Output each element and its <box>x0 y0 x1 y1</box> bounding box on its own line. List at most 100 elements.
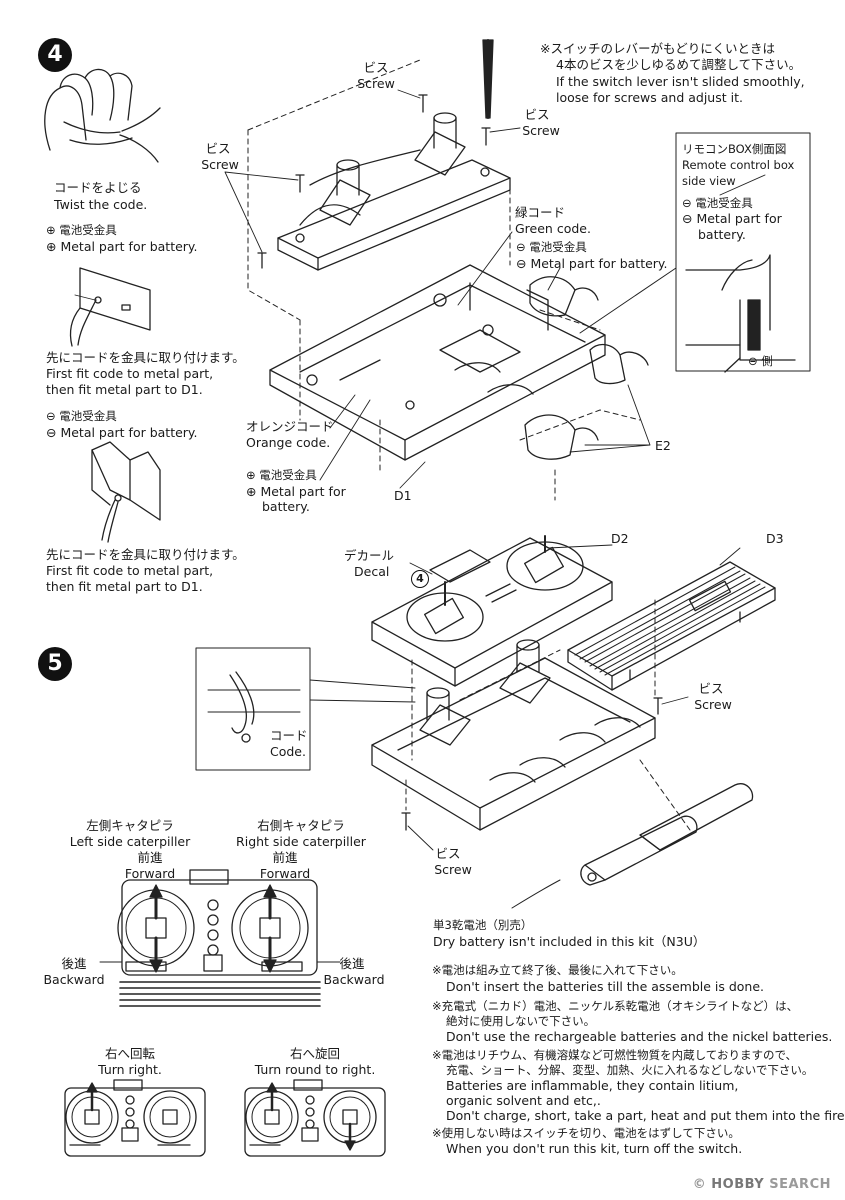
step-5-badge: 5 <box>38 647 72 681</box>
d3-grille <box>567 561 776 691</box>
lever-note-en-2: loose for screws and adjust it. <box>556 90 743 105</box>
left-caterpiller-en: Left side caterpiller <box>69 834 191 849</box>
backward-left-jp: 後進 <box>61 956 87 971</box>
batteries <box>511 783 754 909</box>
side-metal-en-1: ⊖ Metal part for <box>682 211 782 226</box>
e2-label: E2 <box>655 438 671 453</box>
switch-plate <box>277 112 511 271</box>
leader-lines <box>74 89 766 851</box>
d2-label: D2 <box>611 531 629 546</box>
battery-jp: 単3乾電池（別売） <box>433 918 533 932</box>
d1-box <box>269 264 606 461</box>
metal-plus2-en-2: battery. <box>262 499 310 514</box>
metal-minus2-en: ⊖ Metal part for battery. <box>516 256 668 271</box>
controller-turn-round <box>244 1079 386 1157</box>
main-case-step5 <box>371 639 656 831</box>
twist-en: Twist the code. <box>54 197 148 212</box>
turn-right-jp: 右へ回転 <box>104 1046 155 1061</box>
d3-label: D3 <box>766 531 784 546</box>
d1-label: D1 <box>394 488 412 503</box>
right-caterpiller-jp: 右側キャタピラ <box>257 818 345 833</box>
green-code-jp: 緑コード <box>515 205 566 220</box>
green-code-en: Green code. <box>515 221 591 236</box>
note-3-jp: ※電池はリチウム、有機溶媒など可燃性物質を内蔵しておりますので、 <box>432 1048 797 1062</box>
metal-minus-en: ⊖ Metal part for battery. <box>46 425 198 440</box>
screw-r-jp: ビス <box>698 681 724 696</box>
watermark-brand: HOBBY <box>711 1177 765 1192</box>
screw-right-en: Screw <box>522 123 560 138</box>
forward-right-en: Forward <box>259 866 311 881</box>
cord-inset <box>195 647 416 771</box>
controller-turn-right <box>64 1079 206 1157</box>
note-2-jp: ※充電式（ニカド）電池、ニッケル系乾電池（オキシライトなど）は、 <box>432 999 799 1013</box>
orange-code-jp: オレンジコード <box>246 419 334 434</box>
side-view-drawing <box>685 254 796 373</box>
screws-step4 <box>257 39 494 269</box>
left-caterpiller-jp: 左側キャタピラ <box>86 818 174 833</box>
screw-right-jp: ビス <box>524 107 550 122</box>
step-4-badge: 4 <box>38 38 72 72</box>
note-1-jp: ※電池は組み立て終了後、最後に入れて下さい。 <box>432 963 683 977</box>
fit2-en-2: then fit metal part to D1. <box>46 579 203 594</box>
forward-left-en: Forward <box>124 866 176 881</box>
controller-large <box>99 869 341 1007</box>
side-view-jp: リモコンBOX側面図 <box>682 142 787 156</box>
side-metal-jp: ⊖ 電池受金具 <box>682 196 753 210</box>
metal-minus-jp: ⊖ 電池受金具 <box>46 409 117 423</box>
fit1-jp: 先にコードを金具に取り付けます。 <box>46 350 245 365</box>
assembly-guides-step5 <box>405 599 691 831</box>
screw-top-en: Screw <box>357 76 395 91</box>
side-view-en-1: Remote control box <box>682 158 795 172</box>
assembly-guides-step4 <box>247 59 641 501</box>
screw-left-jp: ビス <box>205 141 231 156</box>
lever-note-jp-2: 4本のビスを少しゆるめて調整して下さい。 <box>556 57 802 72</box>
screw-left-en: Screw <box>201 157 239 172</box>
metal-part-minus <box>91 441 161 543</box>
side-minus-label: ⊖ 側 <box>748 354 773 368</box>
side-view-box <box>675 132 811 372</box>
metal-minus2-jp: ⊖ 電池受金具 <box>516 240 587 254</box>
lever-note-en-1: If the switch lever isn't slided smoothl… <box>556 74 805 89</box>
backward-left-en: Backward <box>43 972 105 987</box>
decal-number-badge: 4 <box>393 555 429 603</box>
hand-twist-illustration <box>44 68 161 163</box>
fit1-en-2: then fit metal part to D1. <box>46 382 203 397</box>
turn-round-jp: 右へ旋回 <box>289 1046 340 1061</box>
fit1-en-1: First fit code to metal part, <box>46 366 214 381</box>
backward-right-en: Backward <box>323 972 385 987</box>
d2-lid <box>371 535 613 687</box>
fit2-jp: 先にコードを金具に取り付けます。 <box>46 547 245 562</box>
twist-jp: コードをよじる <box>54 180 142 195</box>
note-4-jp: ※使用しない時はスイッチを切り、電池をはずして下さい。 <box>432 1126 740 1140</box>
note-2-jp-2: 絶対に使用しないで下さい。 <box>446 1014 596 1028</box>
side-metal-en-2: battery. <box>698 227 746 242</box>
decal-en: Decal <box>354 564 390 579</box>
battery-en: Dry battery isn't included in this kit（N… <box>433 934 706 949</box>
metal-plus2-jp: ⊕ 電池受金具 <box>246 468 317 482</box>
screw-top-jp: ビス <box>363 60 389 75</box>
screw-b-en: Screw <box>434 862 472 877</box>
decal-jp: デカール <box>344 548 395 563</box>
note-1-en: Don't insert the batteries till the asse… <box>446 979 765 994</box>
note-3-en-3: Don't charge, short, take a part, heat a… <box>446 1108 845 1123</box>
metal-plus-jp: ⊕ 電池受金具 <box>46 223 117 237</box>
backward-right-jp: 後進 <box>339 956 365 971</box>
screws-step5 <box>401 697 663 831</box>
turn-round-en: Turn round to right. <box>254 1062 376 1077</box>
lever-note-jp: ※スイッチのレバーがもどりにくいときは <box>540 41 775 56</box>
forward-right-jp: 前進 <box>272 850 298 865</box>
note-3-jp-2: 充電、ショート、分解、変型、加熱、火に入れるなどしないで下さい。 <box>446 1063 814 1077</box>
code-en: Code. <box>270 744 306 759</box>
note-4-en: When you don't run this kit, turn off th… <box>446 1141 743 1156</box>
code-jp: コード <box>270 728 308 743</box>
metal-plus2-en-1: ⊕ Metal part for <box>246 484 346 499</box>
e2-brackets <box>524 276 649 460</box>
metal-plus-en: ⊕ Metal part for battery. <box>46 239 198 254</box>
note-3-en: Batteries are inflammable, they contain … <box>446 1078 739 1093</box>
orange-code-en: Orange code. <box>246 435 331 450</box>
note-3-en-2: organic solvent and etc,. <box>446 1093 601 1108</box>
watermark: © HOBBY SEARCH <box>692 1177 831 1192</box>
side-view-en-2: side view <box>682 174 736 188</box>
forward-left-jp: 前進 <box>137 850 163 865</box>
